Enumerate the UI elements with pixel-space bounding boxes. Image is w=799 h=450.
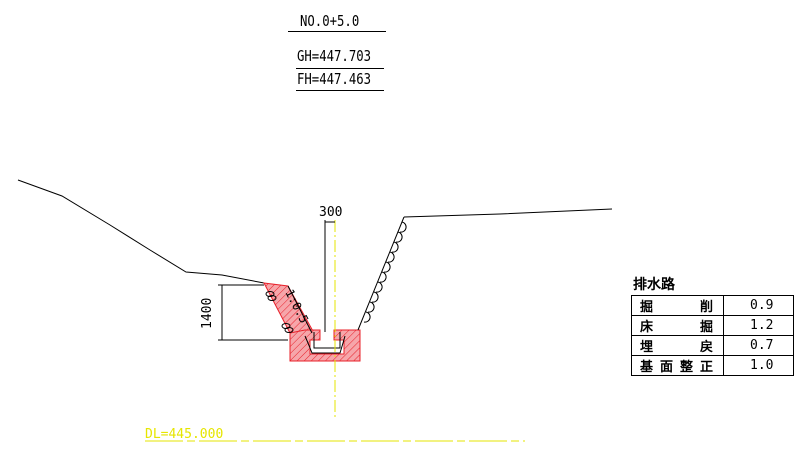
row-name: 掘削 [631,295,724,316]
channel-inner [304,335,346,354]
channel-base [289,329,361,362]
row-name: 埋戻 [631,335,724,356]
row-name-char: 基 [640,360,654,375]
row-value: 0.7 [723,335,794,356]
row-name-char: 面 [659,360,673,375]
ground-height-label: GH=447.703 [297,47,372,65]
row-value: 1.2 [723,315,794,336]
left-slope-loops [265,291,294,333]
station-label: NO.0+5.0 [300,12,360,30]
fh-underline [296,90,384,91]
row-name-char: 削 [699,300,713,315]
row-name-char: 床 [640,320,654,335]
row-name: 床掘 [631,315,724,336]
left-excavation-line [287,285,313,334]
width-dimension: 300 [319,205,342,220]
right-slope-scallops [363,221,407,323]
formation-height-label: FH=447.463 [297,70,372,88]
row-name-char: 正 [699,360,713,375]
row-name-char: 掘 [640,300,654,315]
gh-fh-divider [296,68,384,69]
row-name-char: 整 [679,360,693,375]
row-name-char: 埋 [640,340,654,355]
row-value: 1.0 [723,355,794,376]
table-title: 排水路 [633,277,675,293]
ground-line-left [17,179,265,284]
row-name-char: 戻 [699,340,713,355]
u-ditch [313,332,341,349]
row-name-char: 掘 [699,320,713,335]
right-slope-line [357,216,405,331]
height-dimension: 1400 [200,298,215,329]
datum-label: DL=445.000 [145,427,223,442]
row-value: 0.9 [723,295,794,316]
ground-line-right [403,208,613,218]
station-underline [288,31,386,32]
row-name: 基面整正 [631,355,724,376]
